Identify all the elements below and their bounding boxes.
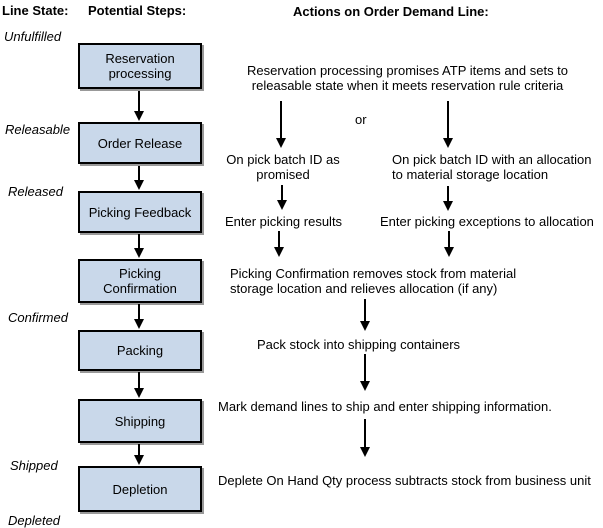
line-state-shipped: Shipped (10, 458, 58, 473)
line-state-releasable: Releasable (5, 122, 71, 137)
arrow-pick-left-to-enter-results (277, 185, 287, 210)
note-pick-with-allocation-line2: to material storage location (392, 167, 549, 182)
arrow-pack-to-ship (360, 354, 370, 391)
note-deplete-on-hand: Deplete On Hand Qty process subtracts st… (218, 473, 591, 488)
note-picking-confirmation: Picking Confirmation removes stock from … (230, 266, 516, 296)
note-enter-picking-results: Enter picking results (225, 214, 343, 229)
note-pack-stock: Pack stock into shipping containers (257, 337, 461, 352)
line-state-confirmed: Confirmed (8, 310, 68, 325)
flow-box-picking-feedback: Picking Feedback (78, 191, 202, 233)
note-pick-with-allocation-line1: On pick batch ID with an allocation (392, 152, 592, 167)
arrow-ship-to-deplete (360, 419, 370, 457)
flow-box-depletion: Depletion (78, 466, 202, 512)
arrow-confirmation-to-packing (134, 304, 144, 329)
note-enter-picking-exceptions: Enter picking exceptions to allocation (380, 214, 594, 229)
line-state-unfulfilled: Unfulfilled (4, 29, 62, 44)
arrow-picking-feedback-to-confirmation (134, 234, 144, 258)
flow-box-reservation-processing: Reservation processing (78, 43, 202, 89)
arrow-shipping-to-depletion (134, 444, 144, 465)
flow-box-order-release: Order Release (78, 122, 202, 164)
line-state-depleted: Depleted (8, 513, 61, 528)
col-header-potential-steps: Potential Steps: (88, 3, 187, 18)
col-header-actions: Actions on Order Demand Line: (293, 4, 489, 19)
note-mark-demand-lines: Mark demand lines to ship and enter ship… (218, 399, 552, 414)
note-picking-confirmation-line1: Picking Confirmation removes stock from … (230, 266, 517, 281)
arrow-packing-to-shipping (134, 372, 144, 398)
line-state-released: Released (8, 184, 63, 199)
arrow-exceptions-to-confirmation-note (444, 231, 454, 257)
note-reservation-line2: releasable state when it meets reservati… (251, 78, 564, 93)
note-picking-confirmation-line2: storage location and relieves allocation… (230, 281, 498, 296)
arrow-order-release-to-picking-feedback (134, 166, 144, 190)
arrow-reservation-note-left-branch (276, 101, 286, 148)
note-pick-as-promised-line2: promised (256, 167, 310, 182)
arrow-pick-right-to-enter-exceptions (443, 186, 453, 211)
arrow-reservation-note-right-branch (443, 101, 453, 148)
arrow-reservation-to-order-release (134, 91, 144, 121)
note-pick-as-promised-line1: On pick batch ID as (226, 152, 340, 167)
flow-box-picking-confirmation: Picking Confirmation (78, 259, 202, 303)
arrow-confirmation-note-to-pack (360, 299, 370, 331)
flow-box-packing: Packing (78, 330, 202, 371)
note-reservation-line1: Reservation processing promises ATP item… (246, 63, 569, 78)
note-reservation-processing: Reservation processing promises ATP item… (225, 63, 590, 93)
note-pick-as-promised: On pick batch ID as promised (217, 152, 349, 182)
note-pick-with-allocation: On pick batch ID with an allocation to m… (392, 152, 591, 182)
arrow-results-to-confirmation-note (274, 231, 284, 257)
or-label: or (355, 112, 367, 127)
col-header-line-state: Line State: (2, 3, 69, 18)
flow-box-shipping: Shipping (78, 399, 202, 443)
